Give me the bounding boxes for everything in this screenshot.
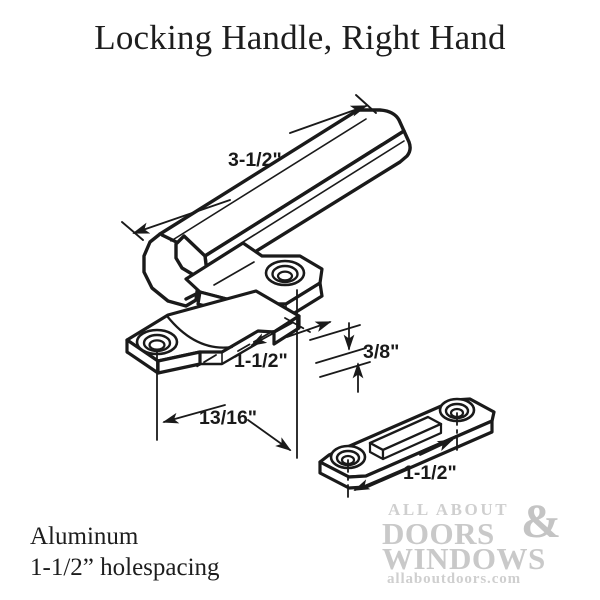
base-screw-hole-left xyxy=(135,328,179,356)
page-title: Locking Handle, Right Hand xyxy=(94,18,506,57)
base-screw-hole-right xyxy=(264,259,306,287)
specifications: Aluminum 1-1/2” holespacing xyxy=(30,521,220,583)
dimension-label-base-hole-spacing: 1-1/2" xyxy=(234,350,288,372)
logo-ampersand-icon: & xyxy=(521,495,561,548)
logo-line-doors: DOORS xyxy=(382,516,495,551)
handle-lever xyxy=(158,108,412,283)
logo-line-all-about: ALL ABOUT xyxy=(388,500,510,519)
dimension-label-base-thickness: 3/8" xyxy=(363,341,399,363)
spec-holespacing: 1-1/2” holespacing xyxy=(30,554,220,581)
dimension-label-lever-length: 3-1/2" xyxy=(228,149,282,171)
brand-logo: ALL ABOUT DOORS & WINDOWS allaboutdoors.… xyxy=(378,495,592,592)
logo-website-url: allaboutdoors.com xyxy=(387,571,522,587)
dimension-label-base-offset: 13/16" xyxy=(199,407,257,429)
dimension-keeper-hole-spacing xyxy=(347,412,458,501)
keeper-screw-hole-left xyxy=(329,444,367,470)
logo-line-windows: WINDOWS xyxy=(382,541,546,576)
dimension-label-keeper-hole-spacing: 1-1/2" xyxy=(403,462,457,484)
spec-material: Aluminum xyxy=(30,523,139,550)
dimension-base-thickness xyxy=(284,317,371,393)
dimension-lever-length xyxy=(121,94,377,241)
dimension-base-offset xyxy=(156,289,298,459)
